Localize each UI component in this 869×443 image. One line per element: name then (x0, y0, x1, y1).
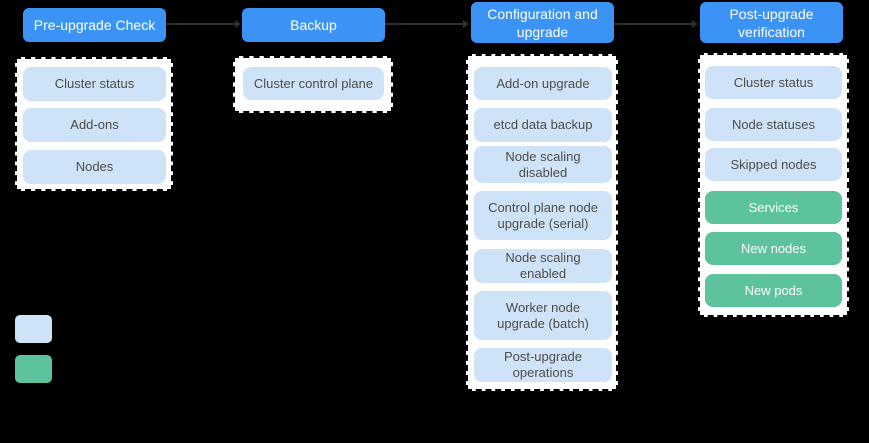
stage-header-post-upgrade-verification: Post-upgrade verification (700, 2, 843, 43)
flow-arrow-2 (385, 20, 469, 28)
legend-green-swatch (15, 355, 52, 383)
step-nodes: Nodes (23, 150, 166, 184)
step-post-upgrade-operations: Post-upgrade operations (474, 348, 612, 382)
step-etcd-data-backup: etcd data backup (474, 108, 612, 142)
step-cluster-status: Cluster status (23, 67, 166, 101)
step-cluster-control-plane: Cluster control plane (243, 67, 384, 100)
step-control-plane-node-upgrade: Control plane node upgrade (serial) (474, 191, 612, 240)
step-add-ons: Add-ons (23, 108, 166, 142)
stage-header-configuration-and-upgrade: Configuration and upgrade (471, 2, 614, 43)
stage-header-backup: Backup (242, 8, 385, 42)
legend-blue-swatch (15, 315, 52, 343)
step-verify-new-nodes: New nodes (705, 232, 842, 265)
step-verify-cluster-status: Cluster status (705, 66, 842, 99)
flow-arrow-1 (166, 20, 241, 28)
step-worker-node-upgrade: Worker node upgrade (batch) (474, 291, 612, 340)
step-node-scaling-disabled: Node scaling disabled (474, 146, 612, 183)
step-verify-node-statuses: Node statuses (705, 108, 842, 141)
flow-arrow-3 (614, 20, 698, 28)
step-verify-skipped-nodes: Skipped nodes (705, 148, 842, 181)
stage-header-pre-upgrade-check: Pre-upgrade Check (23, 8, 166, 42)
step-verify-new-pods: New pods (705, 274, 842, 307)
step-add-on-upgrade: Add-on upgrade (474, 67, 612, 100)
step-node-scaling-enabled: Node scaling enabled (474, 249, 612, 283)
step-verify-services: Services (705, 191, 842, 224)
